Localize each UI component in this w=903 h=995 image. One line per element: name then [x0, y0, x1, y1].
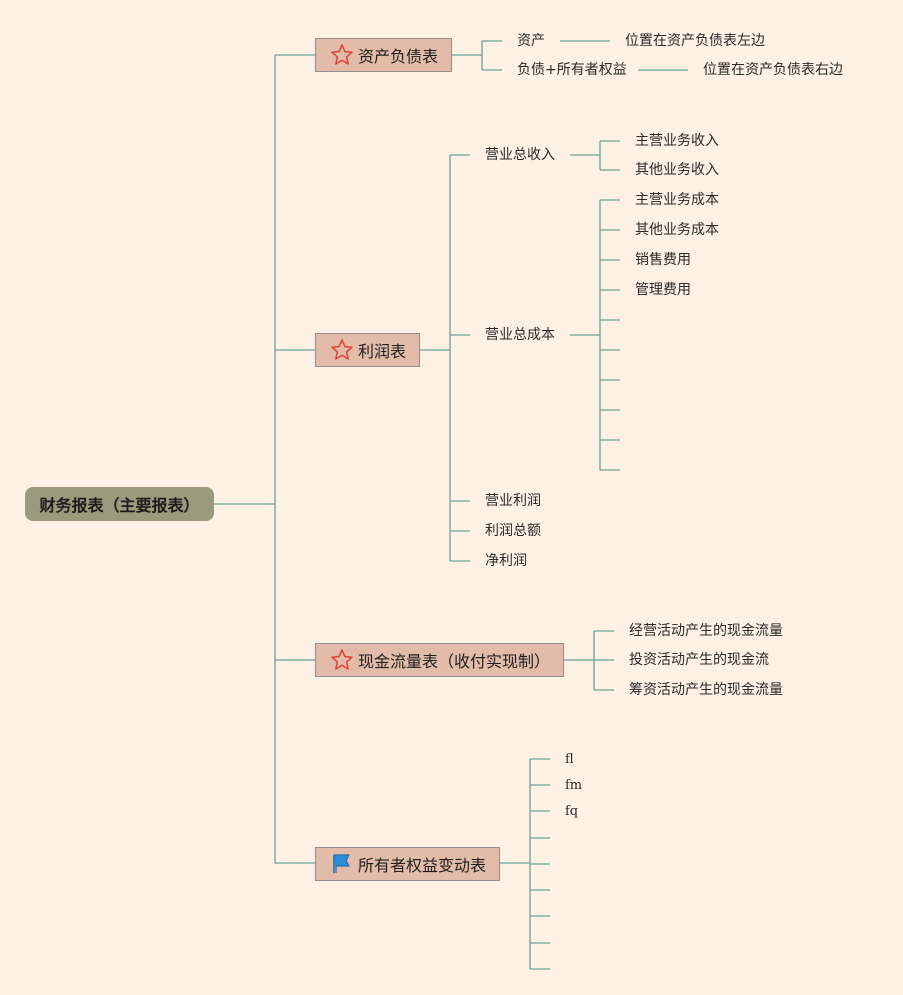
star-icon	[330, 43, 354, 67]
branch-label: 利润表	[358, 342, 407, 361]
leaf-liabilities-note[interactable]: 位置在资产负债表右边	[703, 62, 843, 78]
leaf-investing-cash[interactable]: 投资活动产生的现金流	[629, 652, 769, 668]
leaf-main-revenue[interactable]: 主营业务收入	[635, 133, 719, 149]
leaf-net-profit[interactable]: 净利润	[485, 553, 527, 569]
leaf-operating-profit[interactable]: 营业利润	[485, 493, 541, 509]
branch-label: 所有者权益变动表	[358, 856, 487, 875]
star-icon	[330, 648, 354, 672]
leaf-admin-expense[interactable]: 管理费用	[635, 282, 691, 298]
branch-income-statement[interactable]: 利润表	[315, 333, 420, 367]
leaf-operating-cash[interactable]: 经营活动产生的现金流量	[629, 623, 783, 639]
leaf-sales-expense[interactable]: 销售费用	[635, 252, 691, 268]
leaf-assets[interactable]: 资产	[517, 33, 545, 49]
leaf-other-revenue[interactable]: 其他业务收入	[635, 162, 719, 178]
leaf-financing-cash[interactable]: 筹资活动产生的现金流量	[629, 682, 783, 698]
branch-label: 现金流量表（收付实现制）	[358, 652, 551, 671]
leaf-other-cost[interactable]: 其他业务成本	[635, 222, 719, 238]
leaf-fm[interactable]: fm	[565, 778, 583, 793]
root-node[interactable]: 财务报表（主要报表）	[25, 487, 214, 521]
star-icon	[330, 338, 354, 362]
branch-equity-changes[interactable]: 所有者权益变动表	[315, 847, 500, 881]
branch-balance-sheet[interactable]: 资产负债表	[315, 38, 452, 72]
leaf-total-cost[interactable]: 营业总成本	[485, 327, 555, 343]
branch-label: 资产负债表	[358, 47, 439, 66]
leaf-assets-note[interactable]: 位置在资产负债表左边	[625, 33, 765, 49]
branch-cash-flow[interactable]: 现金流量表（收付实现制）	[315, 643, 564, 677]
leaf-fl[interactable]: fl	[565, 752, 574, 767]
leaf-liabilities-equity[interactable]: 负债+所有者权益	[517, 62, 627, 78]
flag-icon	[330, 852, 354, 876]
leaf-main-cost[interactable]: 主营业务成本	[635, 192, 719, 208]
leaf-total-profit[interactable]: 利润总额	[485, 523, 541, 539]
root-label: 财务报表（主要报表）	[39, 496, 200, 515]
leaf-fq[interactable]: fq	[565, 804, 579, 819]
leaf-total-revenue[interactable]: 营业总收入	[485, 147, 555, 163]
